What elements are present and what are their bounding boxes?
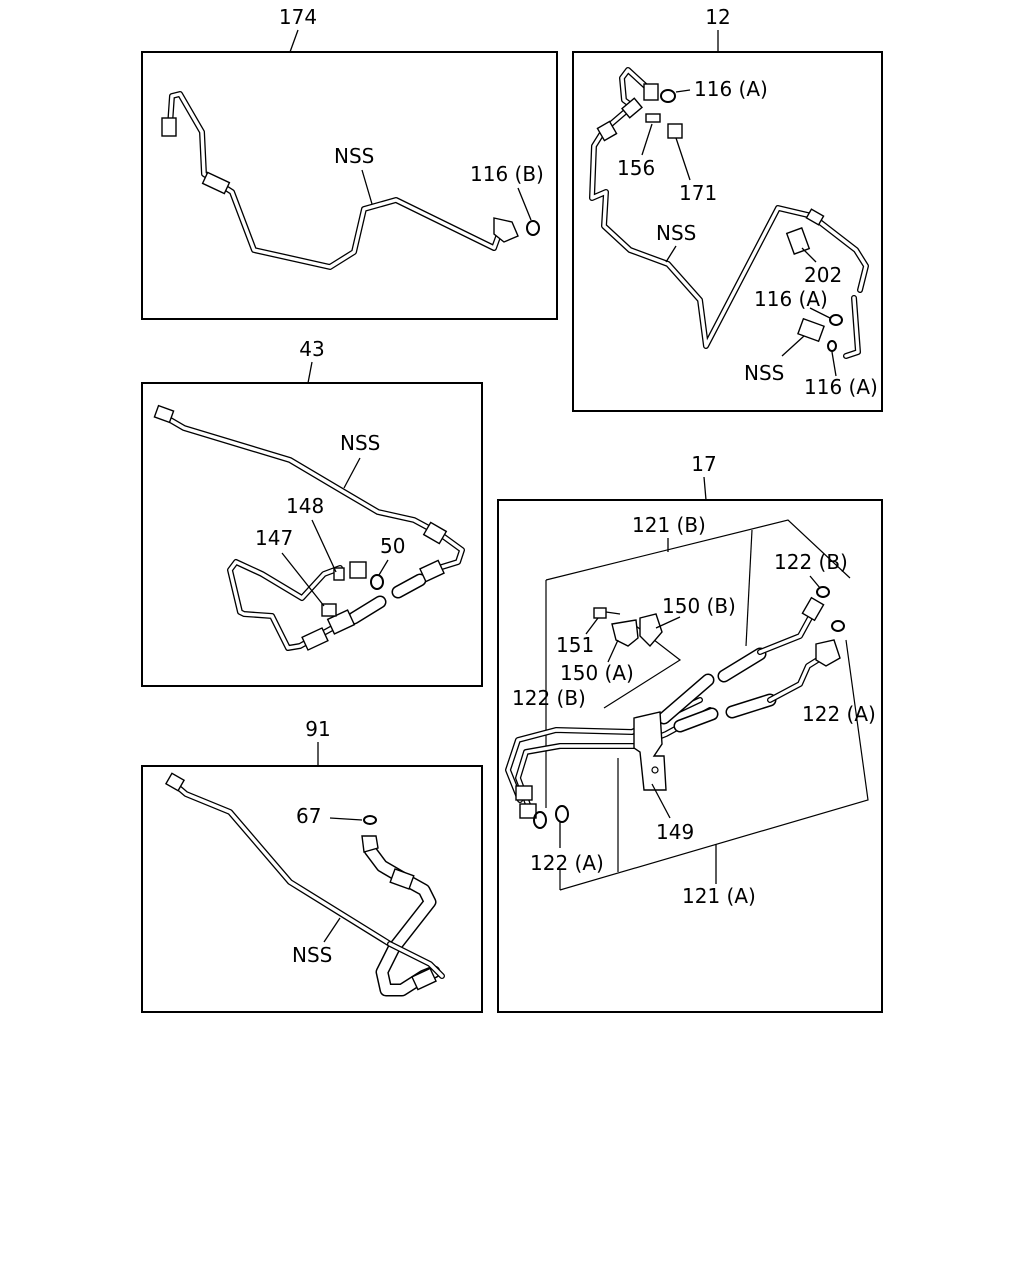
clamp-150a <box>611 619 639 647</box>
group-43-frame <box>141 382 483 687</box>
label-122a-left: 122 (A) <box>530 851 604 875</box>
o-ring-116a-1 <box>660 89 676 103</box>
sleeve-174 <box>201 171 231 195</box>
label-121b: 121 (B) <box>632 513 706 537</box>
label-122a-right: 122 (A) <box>802 702 876 726</box>
label-202: 202 <box>804 263 842 287</box>
label-121a: 121 (A) <box>682 884 756 908</box>
label-50: 50 <box>380 534 405 558</box>
label-122b-left: 122 (B) <box>512 686 586 710</box>
label-150b: 150 (B) <box>662 594 736 618</box>
label-nss-12b: NSS <box>744 361 784 385</box>
ferrule-43c <box>301 627 329 651</box>
washer-67 <box>363 815 377 825</box>
tube-17-c <box>757 611 815 655</box>
nut-17a <box>801 596 825 622</box>
group-17: 17 <box>497 452 883 1013</box>
flare-nut-174 <box>161 117 177 137</box>
nut-12b <box>596 120 618 142</box>
part-171 <box>667 123 683 139</box>
group-17-title: 17 <box>691 452 716 476</box>
o-ring-116b <box>526 220 540 236</box>
group-17-frame <box>497 499 883 1013</box>
joint-43 <box>422 521 448 545</box>
label-nss-43: NSS <box>340 431 380 455</box>
nut-17b <box>815 639 841 667</box>
bracket-121a <box>559 639 869 891</box>
label-116b: 116 (B) <box>470 162 544 186</box>
pipe-91-main <box>169 779 393 947</box>
group-174-title: 174 <box>279 5 317 29</box>
nut-91 <box>361 835 379 853</box>
o-ring-122b-top <box>816 586 830 598</box>
bracket-121b <box>545 519 851 581</box>
label-67: 67 <box>296 804 321 828</box>
part-147 <box>321 603 337 617</box>
flare-nut-91 <box>164 772 186 792</box>
o-ring-116a-3 <box>827 340 837 352</box>
o-ring-122a-left <box>555 805 569 823</box>
ferrule-91b <box>411 967 437 991</box>
o-ring-50 <box>370 574 384 590</box>
label-116a-mid: 116 (A) <box>754 287 828 311</box>
group-12: 12 116 (A) 156 171 NSS 202 116 (A) NSS 1… <box>572 5 883 412</box>
switch-202 <box>785 227 811 255</box>
nut-17d <box>519 803 537 819</box>
nut-12a <box>643 83 659 101</box>
nut-17c <box>515 785 533 801</box>
group-174-leader <box>289 29 299 53</box>
label-nss-174: NSS <box>334 144 374 168</box>
label-nss-12a: NSS <box>656 221 696 245</box>
union-148 <box>349 561 367 579</box>
flare-nut-43 <box>153 404 175 424</box>
bolt-151 <box>593 607 607 619</box>
pipe-43-main <box>157 411 465 573</box>
group-174: 174 NSS 116 (B) <box>141 5 558 320</box>
label-151: 151 <box>556 633 594 657</box>
group-91: 91 67 NSS <box>141 717 483 1013</box>
group-43-leader <box>307 361 313 384</box>
joint-12 <box>805 208 825 226</box>
label-122b-top: 122 (B) <box>774 550 848 574</box>
group-12-title: 12 <box>705 5 730 29</box>
label-116a-bottom: 116 (A) <box>804 375 878 399</box>
o-ring-116a-2 <box>829 314 843 326</box>
nipple-43 <box>333 567 345 581</box>
bracket-149 <box>633 711 667 791</box>
ferrule-43b <box>326 609 356 635</box>
part-156 <box>645 113 661 123</box>
group-43: 43 NSS 148 147 50 <box>141 337 483 687</box>
group-174-frame <box>141 51 558 320</box>
label-156: 156 <box>617 156 655 180</box>
ferrule-43a <box>419 559 445 583</box>
label-149: 149 <box>656 820 694 844</box>
group-12-frame <box>572 51 883 412</box>
label-150a: 150 (A) <box>560 661 634 685</box>
clamp-150b <box>639 613 663 648</box>
fitting-174 <box>493 217 519 243</box>
group-91-title: 91 <box>305 717 330 741</box>
o-ring-122a-right <box>831 620 845 632</box>
group-91-frame <box>141 765 483 1013</box>
block-12 <box>797 317 825 343</box>
label-171: 171 <box>679 181 717 205</box>
union-12 <box>621 97 643 119</box>
label-147: 147 <box>255 526 293 550</box>
o-ring-122b-left <box>533 811 547 829</box>
group-43-title: 43 <box>299 337 324 361</box>
ferrule-91a <box>389 868 415 890</box>
label-nss-91: NSS <box>292 943 332 967</box>
group-17-leader <box>703 476 707 501</box>
label-116a-top: 116 (A) <box>694 77 768 101</box>
label-148: 148 <box>286 494 324 518</box>
